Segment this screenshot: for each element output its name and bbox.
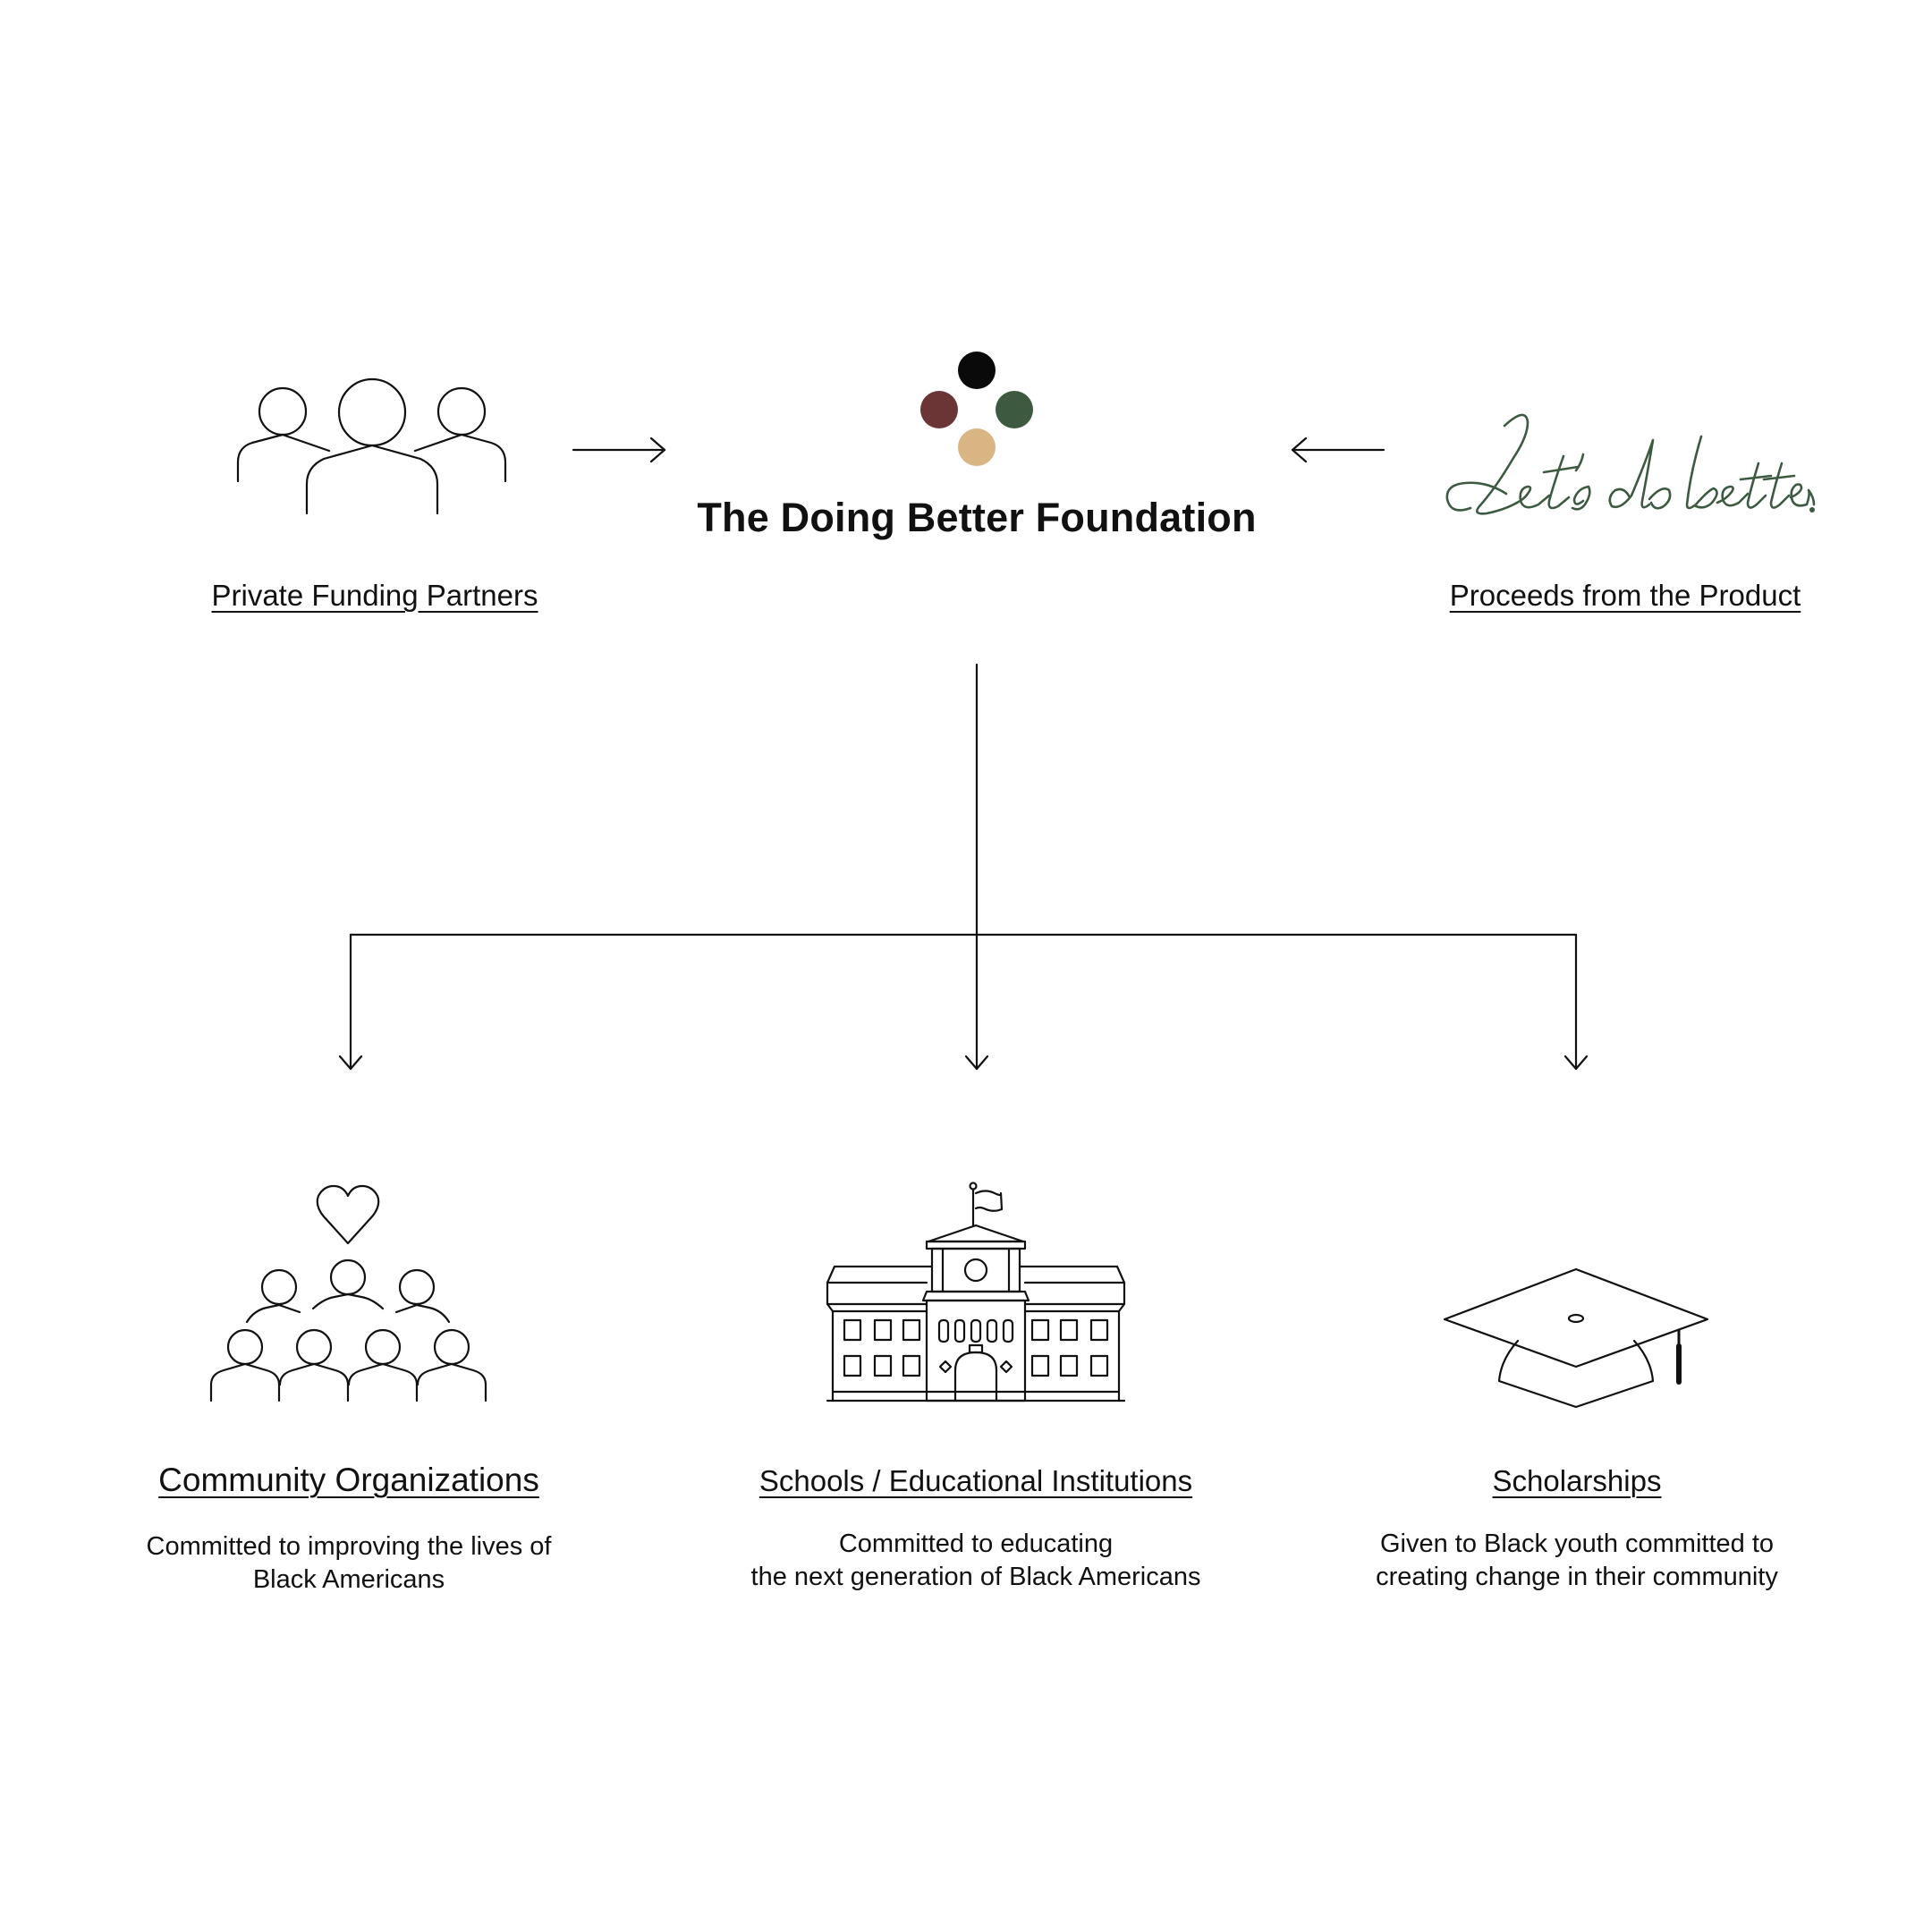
foundation-title: The Doing Better Foundation <box>697 495 1257 540</box>
distribution-lines <box>338 663 1589 1071</box>
lets-do-better-logo <box>1445 413 1816 515</box>
graduation-cap-icon <box>1443 1267 1709 1409</box>
private-funding-partners-link[interactable]: Private Funding Partners <box>211 579 538 612</box>
proceeds-from-product-link[interactable]: Proceeds from the Product <box>1449 579 1801 612</box>
description-line: creating change in their community <box>1376 1563 1778 1591</box>
schools-educational-institutions-link[interactable]: Schools / Educational Institutions <box>758 1464 1193 1497</box>
description-line: Committed to educating <box>838 1530 1114 1558</box>
community-organizations-description: Committed to improving the lives of Blac… <box>147 1530 552 1597</box>
community-organizations-link[interactable]: Community Organizations <box>158 1462 539 1498</box>
schools-description: Committed to educating the next generati… <box>751 1528 1201 1594</box>
school-building-icon <box>826 1182 1126 1402</box>
description-line: the next generation of Black Americans <box>750 1563 1201 1591</box>
description-line: Black Americans <box>252 1565 445 1594</box>
description-line: Committed to improving the lives of <box>146 1532 552 1561</box>
community-heart-icon <box>209 1184 487 1402</box>
people-group-icon <box>236 377 507 515</box>
arrow-from-partners <box>572 436 666 463</box>
scholarships-description: Given to Black youth committed to creati… <box>1376 1528 1778 1594</box>
scholarships-link[interactable]: Scholarships <box>1492 1464 1662 1497</box>
arrow-from-product <box>1291 436 1385 463</box>
foundation-logo-icon <box>920 352 1033 466</box>
description-line: Given to Black youth committed to <box>1379 1530 1775 1558</box>
